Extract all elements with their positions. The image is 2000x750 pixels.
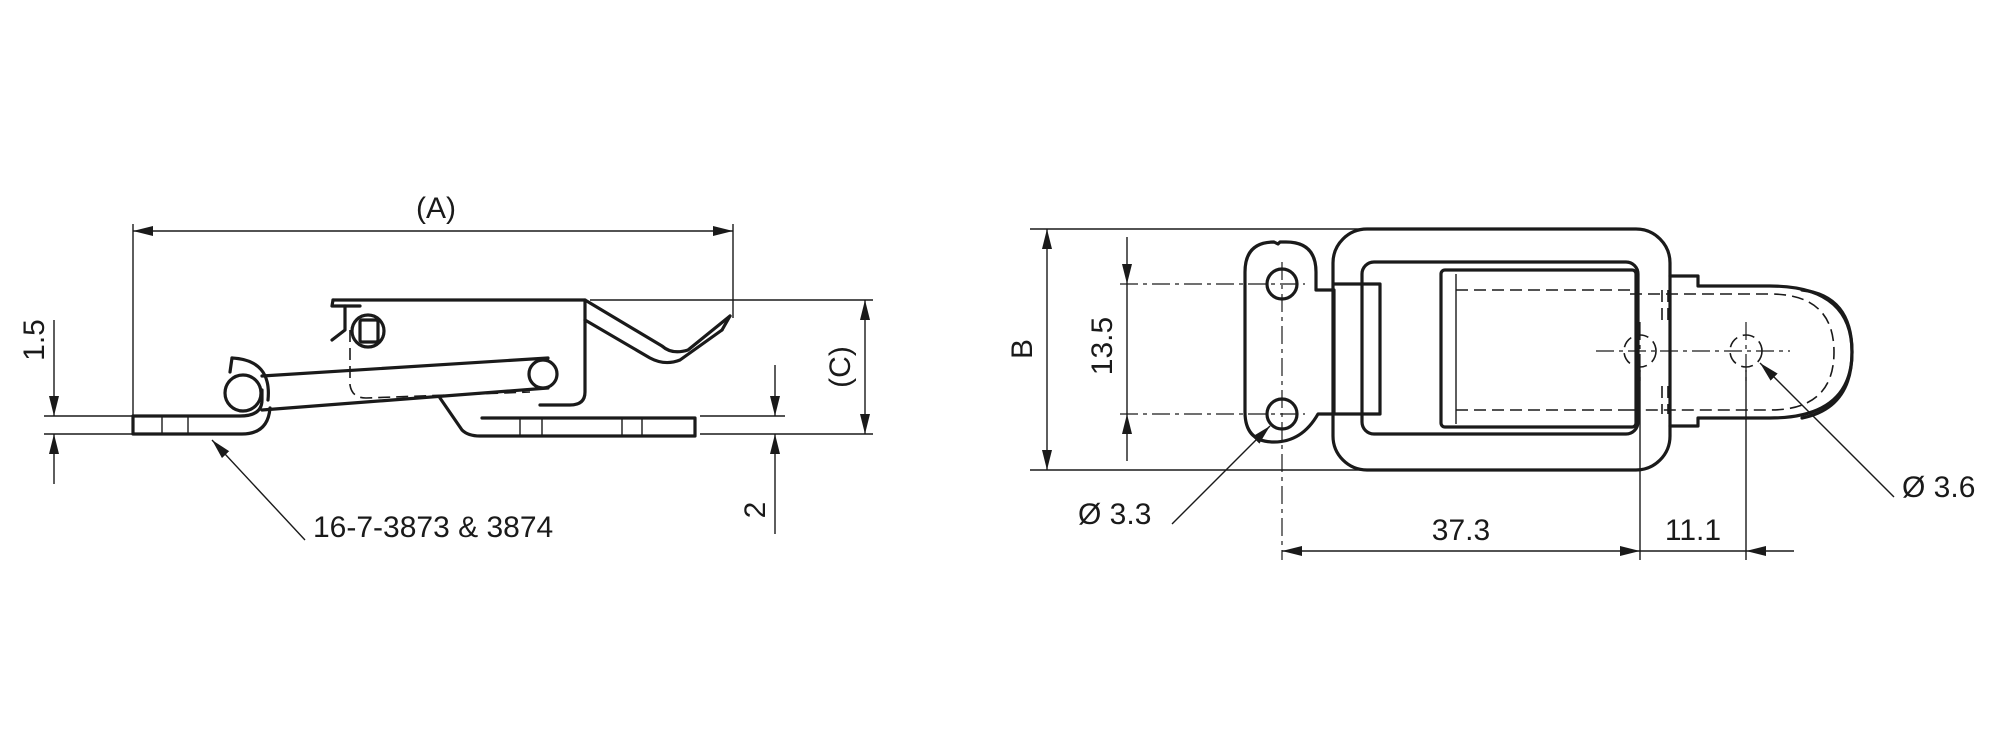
dim-a-label: (A) <box>416 192 456 225</box>
dia-3-6-label: Ø 3.6 <box>1902 471 1975 504</box>
dia-3-3-label: Ø 3.3 <box>1078 498 1151 531</box>
dim-hole-dia-right: Ø 3.6 <box>1759 362 1975 504</box>
dim-2-label: 2 <box>739 502 772 519</box>
dim-13-5-label: 13.5 <box>1086 317 1119 375</box>
strike-plate <box>438 396 697 438</box>
lever-arm <box>260 356 559 412</box>
hook-tongue <box>1630 274 1854 428</box>
dim-strike-thickness: 2 <box>700 365 785 534</box>
hinge-strip <box>1332 282 1382 416</box>
dim-height: (C) <box>590 299 873 435</box>
part-reference-label: 16-7-3873 & 3874 <box>313 511 553 544</box>
dim-width: B <box>1006 228 1390 471</box>
dim-b-label: B <box>1006 339 1039 359</box>
dim-c-label: (C) <box>824 346 857 388</box>
dim-overall-length: (A) <box>132 192 734 416</box>
dim-base-thickness: 1.5 <box>18 319 133 484</box>
dim-11-1-label: 11.1 <box>1665 514 1721 547</box>
hinge-loop <box>223 356 270 413</box>
latch-hook <box>330 298 732 407</box>
base-plate <box>131 388 272 436</box>
dim-1-5-label: 1.5 <box>18 319 51 361</box>
dim-hole-dia-left: Ø 3.3 <box>1078 425 1271 531</box>
latch-frame <box>1331 227 1672 472</box>
side-view: (A) (C) 1.5 2 16-7-3873 & 3874 <box>18 192 873 544</box>
catch-holes <box>1596 322 1790 385</box>
dim-body-length: 37.3 <box>1282 370 1747 560</box>
mounting-tab <box>1120 240 1336 560</box>
part-reference-leader: 16-7-3873 & 3874 <box>211 439 553 544</box>
dim-hole-spacing: 13.5 <box>1086 237 1132 461</box>
dim-37-3-label: 37.3 <box>1432 514 1490 547</box>
top-view: B 13.5 Ø 3.3 37.3 11.1 Ø 3 <box>1006 227 1975 560</box>
dim-catch-offset: 11.1 <box>1640 514 1794 556</box>
